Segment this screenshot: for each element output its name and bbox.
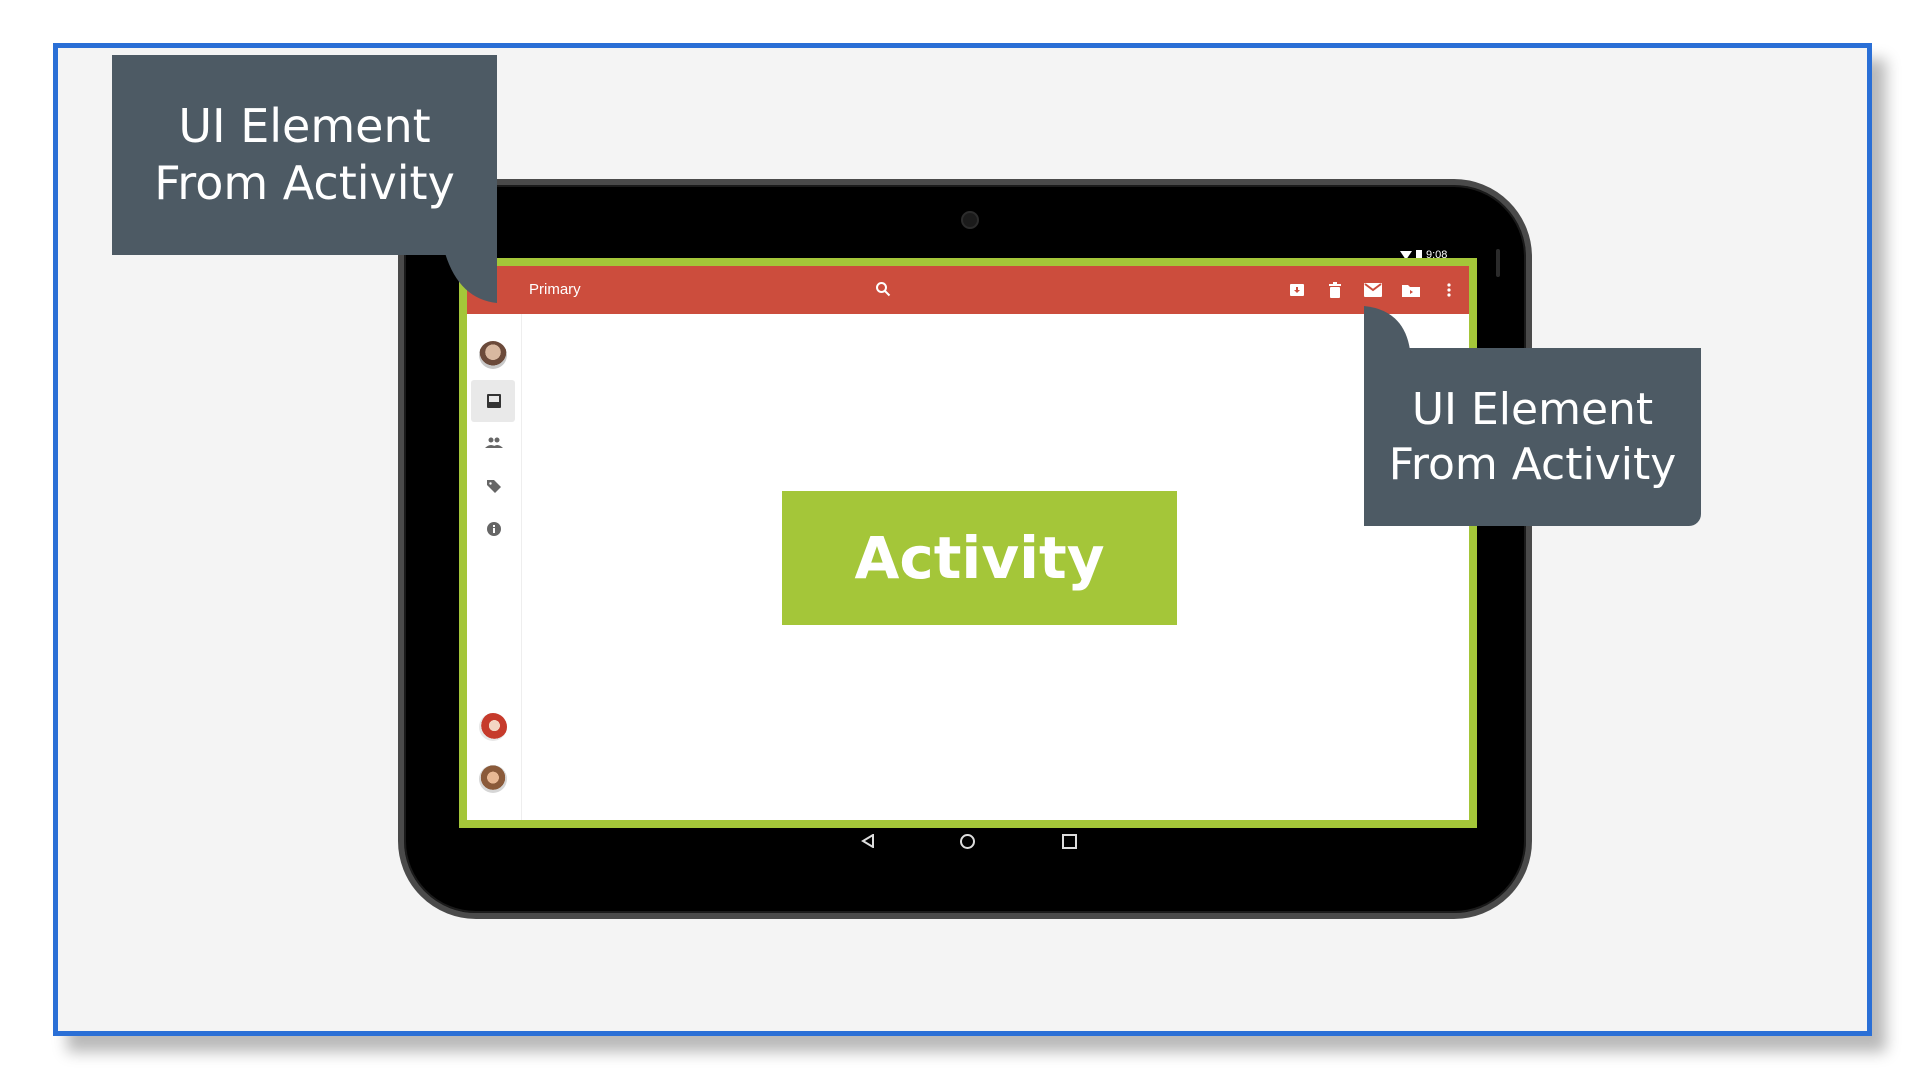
inbox-icon[interactable] <box>484 391 504 411</box>
callout-pointer <box>1364 306 1410 350</box>
app-bar-actions <box>1285 278 1461 302</box>
more-vert-icon[interactable] <box>1437 278 1461 302</box>
callout-line: From Activity <box>1388 439 1677 490</box>
activity-label: Activity <box>782 491 1177 625</box>
callout-line: From Activity <box>154 156 455 210</box>
battery-icon <box>1416 250 1422 260</box>
delete-icon[interactable] <box>1323 278 1347 302</box>
wifi-icon <box>1400 250 1412 260</box>
app-bar: Primary <box>467 266 1469 314</box>
archive-icon[interactable] <box>1285 278 1309 302</box>
people-icon[interactable] <box>484 433 504 453</box>
callout-right: UI Element From Activity <box>1364 348 1701 526</box>
navigation-rail <box>467 314 522 820</box>
app-bar-title: Primary <box>529 281 581 298</box>
label-icon[interactable] <box>484 476 504 496</box>
callout-line: UI Element <box>1411 384 1654 435</box>
system-nav-bar <box>0 830 1920 852</box>
avatar[interactable] <box>479 713 507 741</box>
recent-apps-icon[interactable] <box>1062 834 1077 849</box>
callout-top-left: UI Element From Activity <box>112 55 497 255</box>
back-icon[interactable] <box>861 834 875 848</box>
move-to-folder-icon[interactable] <box>1399 278 1423 302</box>
avatar[interactable] <box>479 341 507 369</box>
callout-line: UI Element <box>178 98 431 153</box>
callout-pointer <box>445 253 497 303</box>
avatar[interactable] <box>479 765 507 793</box>
info-icon[interactable] <box>484 519 504 539</box>
power-button <box>1496 249 1500 277</box>
search-icon[interactable] <box>875 281 891 297</box>
mail-icon[interactable] <box>1361 278 1385 302</box>
activity-screen: Primary <box>459 258 1477 828</box>
home-icon[interactable] <box>960 834 975 849</box>
camera-icon <box>961 211 979 229</box>
